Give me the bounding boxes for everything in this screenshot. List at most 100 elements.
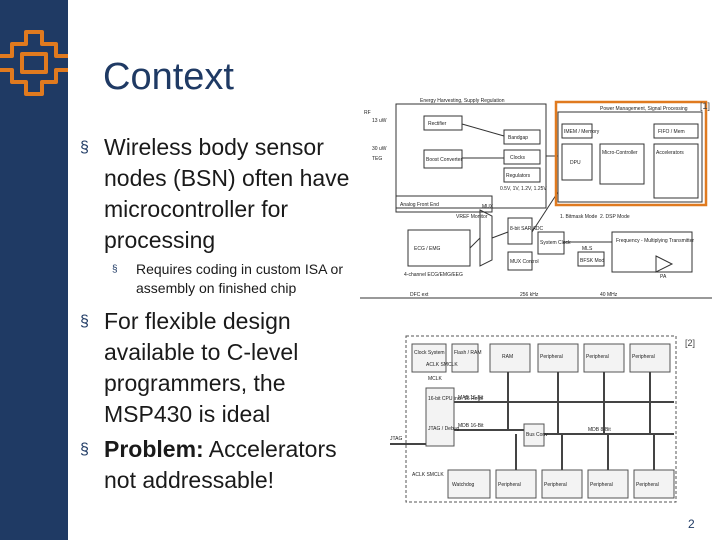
- f1-label: 30 uW: [372, 146, 387, 152]
- bullet-msp430: § For flexible design available to C-lev…: [80, 306, 370, 430]
- emu-label: JTAG / Debug: [428, 426, 460, 432]
- mode2-label: 2. DSP Mode: [600, 214, 630, 220]
- cpu-box: [425, 387, 455, 447]
- bullet-bold-lead: Problem:: [104, 436, 204, 462]
- power-mgmt-label: Power Management, Signal Processing: [600, 106, 688, 112]
- clocks-box: [503, 149, 541, 165]
- mod-box: [577, 251, 605, 267]
- bullet-text: Requires coding in custom ISA or assembl…: [136, 261, 343, 296]
- pa-label: PA: [660, 274, 667, 280]
- bot1-label: DFC ext: [410, 292, 429, 298]
- ecg-label: ECG / EMG: [414, 246, 441, 252]
- figure2-ref: [2]: [685, 338, 696, 348]
- f2-label: 13 uW: [372, 118, 387, 124]
- bullet-marker: §: [80, 139, 89, 156]
- pa-shape: [655, 255, 674, 273]
- dpu-box: [561, 143, 593, 181]
- rectifier-box: [423, 115, 463, 131]
- periph5-box: [541, 469, 583, 499]
- p4-label: Peripheral: [498, 482, 521, 488]
- bus-conv-label: Bus Conv: [526, 432, 548, 438]
- subbullet-isa: § Requires coding in custom ISA or assem…: [112, 260, 372, 298]
- bsn-block-diagram: Power Management, Signal Processing Ener…: [360, 92, 712, 308]
- bullet-bsn: § Wireless body sensor nodes (BSN) often…: [80, 132, 370, 256]
- periph2-box: [583, 343, 625, 373]
- bullet-problem: § Problem: Accelerators not addressable!: [80, 434, 370, 496]
- regulators-box: [503, 167, 541, 183]
- periph6-box: [587, 469, 629, 499]
- imem-box: [561, 123, 593, 139]
- imem-label: IMEM / Memory: [564, 129, 600, 135]
- dpu-label: DPU: [570, 160, 581, 166]
- bullet-text: Wireless body sensor nodes (BSN) often h…: [104, 134, 350, 253]
- afe-label: Analog Front End: [400, 202, 439, 208]
- bot2-label: 256 kHz: [520, 292, 539, 298]
- sys-clock-label: System Clock: [540, 240, 571, 246]
- mode1-label: 1. Bitmask Mode: [560, 214, 597, 220]
- aclk2-label: ACLK SMCLK: [412, 472, 444, 478]
- jtag-label: JTAG: [390, 436, 403, 442]
- slide-title: Context: [103, 56, 234, 98]
- rectifier-label: Rectifier: [428, 121, 447, 127]
- bullet-text: For flexible design available to C-level…: [104, 308, 299, 427]
- bullet-marker: §: [80, 441, 89, 458]
- p2-label: Peripheral: [586, 354, 609, 360]
- bot3-label: 40 MHz: [600, 292, 618, 298]
- highlight-box: [554, 100, 708, 207]
- bfsk-label: BFSK Mod: [580, 258, 604, 264]
- periph1-box: [537, 343, 579, 373]
- bullet-text: Problem: Accelerators not addressable!: [80, 434, 370, 496]
- sidebar-band: [0, 0, 68, 540]
- mdb-label: MDB 16-Bit: [458, 423, 484, 429]
- bandgap-label: Bandgap: [508, 135, 528, 141]
- vref-label: VREF Monitor: [456, 214, 488, 220]
- micro-label: Micro-Controller: [602, 150, 638, 156]
- mdb8-label: MDB 8-Bit: [588, 427, 611, 433]
- bsn-diagram-svg: Power Management, Signal Processing Ener…: [360, 98, 712, 299]
- boost-label: Boost Converter: [426, 157, 462, 163]
- accel-label: Accelerators: [656, 150, 684, 156]
- periph4-box: [495, 469, 537, 499]
- rf-label: RF: [364, 110, 371, 116]
- mux-label: MUX: [482, 204, 494, 210]
- fifo-box: [653, 123, 699, 139]
- clocks-label: Clocks: [510, 155, 526, 161]
- bullet-marker: §: [112, 264, 118, 275]
- cpu-label: 16-bit CPU incl. 16 Regs: [428, 396, 483, 402]
- sys-clock-box: [537, 231, 565, 255]
- tx-box: [611, 231, 693, 273]
- msp430-diagram-svg: Clock System ACLK SMCLK Flash / RAM RAM …: [390, 335, 677, 503]
- clock-system-box: [411, 343, 447, 373]
- msp430-block-diagram: Clock System ACLK SMCLK Flash / RAM RAM …: [388, 330, 700, 506]
- page-number: 2: [688, 517, 695, 531]
- p7-label: Peripheral: [636, 482, 659, 488]
- mclk-label: MCLK: [428, 376, 443, 382]
- energy-label: Energy Harvesting, Supply Regulation: [420, 98, 505, 104]
- periph7-box: [633, 469, 675, 499]
- micro-box: [599, 143, 645, 185]
- mux-ctl-label: MUX Control: [510, 259, 539, 265]
- p1-label: Peripheral: [540, 354, 563, 360]
- clock-label: Clock System: [414, 350, 445, 356]
- afe-box: [395, 195, 493, 213]
- dsp-box: [557, 111, 703, 203]
- wdt-box: [447, 469, 491, 499]
- ram-label: RAM: [502, 354, 513, 360]
- p5-label: Peripheral: [544, 482, 567, 488]
- bullet-rest: Accelerators not addressable!: [104, 436, 337, 493]
- fifo-label: FIFO / Mem: [658, 129, 685, 135]
- p6-label: Peripheral: [590, 482, 613, 488]
- teg-label: TEG: [372, 156, 382, 162]
- p3-label: Peripheral: [632, 354, 655, 360]
- mux-control-box: [507, 251, 533, 271]
- mod-label: MLS: [582, 246, 593, 252]
- figure1-ref: [1]: [700, 101, 711, 111]
- adc-label: 8-bit SAR ADC: [510, 226, 543, 232]
- flash-box: [451, 343, 479, 373]
- bandgap-box: [503, 129, 541, 145]
- bullet-marker: §: [80, 313, 89, 330]
- adc-box: [507, 217, 533, 245]
- voltages-label: 0.5V, 1V, 1.2V, 1.25V: [500, 186, 547, 192]
- wdt-label: Watchdog: [452, 482, 475, 488]
- boost-box: [423, 149, 463, 169]
